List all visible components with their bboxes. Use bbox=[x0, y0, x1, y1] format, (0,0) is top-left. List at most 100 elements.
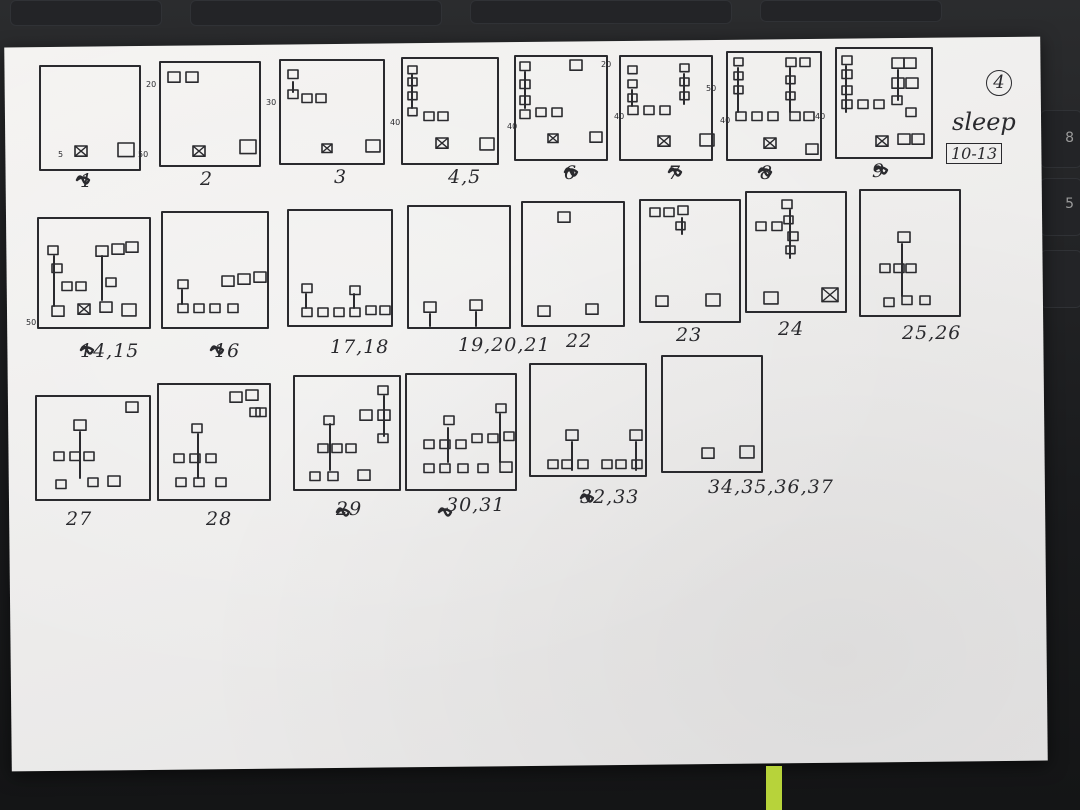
sketch-square bbox=[439, 439, 451, 450]
storyboard-frame bbox=[745, 191, 847, 313]
sketch-square bbox=[357, 469, 371, 481]
storyboard-frame bbox=[726, 51, 822, 161]
sketch-square bbox=[547, 459, 559, 470]
sketch-square bbox=[53, 451, 65, 462]
frame-border bbox=[159, 61, 261, 167]
frame-margin-number: 40 bbox=[720, 116, 731, 125]
sketch-square bbox=[315, 93, 327, 104]
sketch-square bbox=[733, 57, 744, 67]
sketch-square bbox=[87, 477, 99, 488]
sketch-square bbox=[679, 77, 690, 87]
sketch-square bbox=[255, 407, 267, 418]
frame-border bbox=[37, 217, 151, 329]
cross-mark bbox=[547, 133, 559, 144]
scribble-mark bbox=[75, 175, 91, 185]
frame-margin-number: 50 bbox=[706, 84, 717, 93]
sketch-square bbox=[879, 263, 891, 274]
sketch-square bbox=[629, 429, 643, 441]
sketch-square bbox=[471, 433, 483, 444]
sketch-square bbox=[423, 463, 435, 474]
sketch-square bbox=[205, 453, 217, 464]
storyboard-frame bbox=[521, 201, 625, 327]
sketch-square bbox=[821, 287, 839, 303]
sketch-square bbox=[565, 429, 579, 441]
cross-mark bbox=[321, 143, 333, 154]
frame-border bbox=[279, 59, 385, 165]
sketch-square bbox=[535, 107, 547, 118]
storyboard-frame bbox=[639, 199, 741, 323]
sketch-square bbox=[209, 303, 221, 314]
sketch-square bbox=[107, 475, 121, 487]
frame-label: 19,20,21 bbox=[458, 334, 551, 356]
frame-label: 3 bbox=[334, 166, 348, 188]
sketch-square bbox=[519, 61, 531, 72]
sketch-square bbox=[105, 277, 117, 288]
sketch-square bbox=[643, 105, 655, 116]
frame-label: 22 bbox=[566, 330, 593, 352]
sketch-square bbox=[891, 57, 905, 69]
sketch-square bbox=[547, 133, 559, 144]
storyboard-frame bbox=[835, 47, 933, 159]
sketch-square bbox=[537, 305, 551, 317]
sketch-square bbox=[495, 403, 507, 414]
frame-border bbox=[157, 383, 271, 501]
sketch-square bbox=[477, 463, 489, 474]
keycap bbox=[1040, 250, 1080, 308]
sketch-square bbox=[423, 439, 435, 450]
frame-label: 30,31 bbox=[446, 494, 506, 516]
sketch-square bbox=[239, 139, 257, 155]
sketch-square bbox=[439, 463, 451, 474]
scribble-mark bbox=[667, 167, 683, 177]
sketch-square bbox=[287, 89, 299, 100]
sketch-square bbox=[61, 281, 73, 292]
sketch-square bbox=[423, 111, 435, 122]
frame-label: 24 bbox=[778, 318, 805, 340]
cross-mark bbox=[657, 135, 671, 147]
sketch-square bbox=[173, 453, 185, 464]
sketch-square bbox=[577, 459, 589, 470]
sketch-square bbox=[407, 91, 418, 101]
storyboard-frame bbox=[407, 205, 511, 329]
sketch-square bbox=[739, 445, 755, 459]
sketch-square bbox=[701, 447, 715, 459]
note-circled-number: 4 bbox=[986, 70, 1012, 96]
storyboard-frame bbox=[287, 209, 393, 327]
frame-label: 14,15 bbox=[80, 340, 140, 362]
sketch-square bbox=[519, 109, 531, 120]
sketch-square bbox=[345, 443, 357, 454]
sketch-square bbox=[733, 71, 744, 81]
scribble-mark bbox=[335, 507, 351, 517]
sketch-square bbox=[897, 231, 911, 243]
frame-label: 17,18 bbox=[330, 336, 390, 358]
sketch-square bbox=[589, 131, 603, 143]
sketch-square bbox=[805, 143, 819, 155]
sketch-square bbox=[767, 111, 779, 122]
frame-label: 9 bbox=[872, 160, 886, 182]
sketch-square bbox=[377, 385, 389, 396]
frame-margin-number: 50 bbox=[138, 150, 149, 159]
sketch-square bbox=[443, 415, 455, 426]
frame-margin-number: 40 bbox=[507, 122, 518, 131]
frame-border bbox=[521, 201, 625, 327]
frame-border bbox=[407, 205, 511, 329]
frame-border bbox=[661, 355, 763, 473]
frame-border bbox=[287, 209, 393, 327]
storyboard-frame bbox=[39, 65, 141, 171]
sketch-square bbox=[627, 79, 638, 89]
frame-label: 23 bbox=[676, 324, 703, 346]
storyboard-frame bbox=[859, 189, 961, 317]
sketch-square bbox=[755, 221, 767, 232]
storyboard-frame bbox=[401, 57, 499, 165]
sketch-square bbox=[73, 419, 87, 431]
storyboard-frame bbox=[514, 55, 608, 161]
keycap bbox=[10, 0, 162, 26]
sketch-square bbox=[891, 95, 903, 106]
sketch-square bbox=[657, 135, 671, 147]
frame-margin-number: 40 bbox=[390, 118, 401, 127]
frame-border bbox=[639, 199, 741, 323]
sketch-square bbox=[873, 99, 885, 110]
storyboard-frame bbox=[157, 383, 271, 501]
sketch-square bbox=[519, 95, 531, 106]
